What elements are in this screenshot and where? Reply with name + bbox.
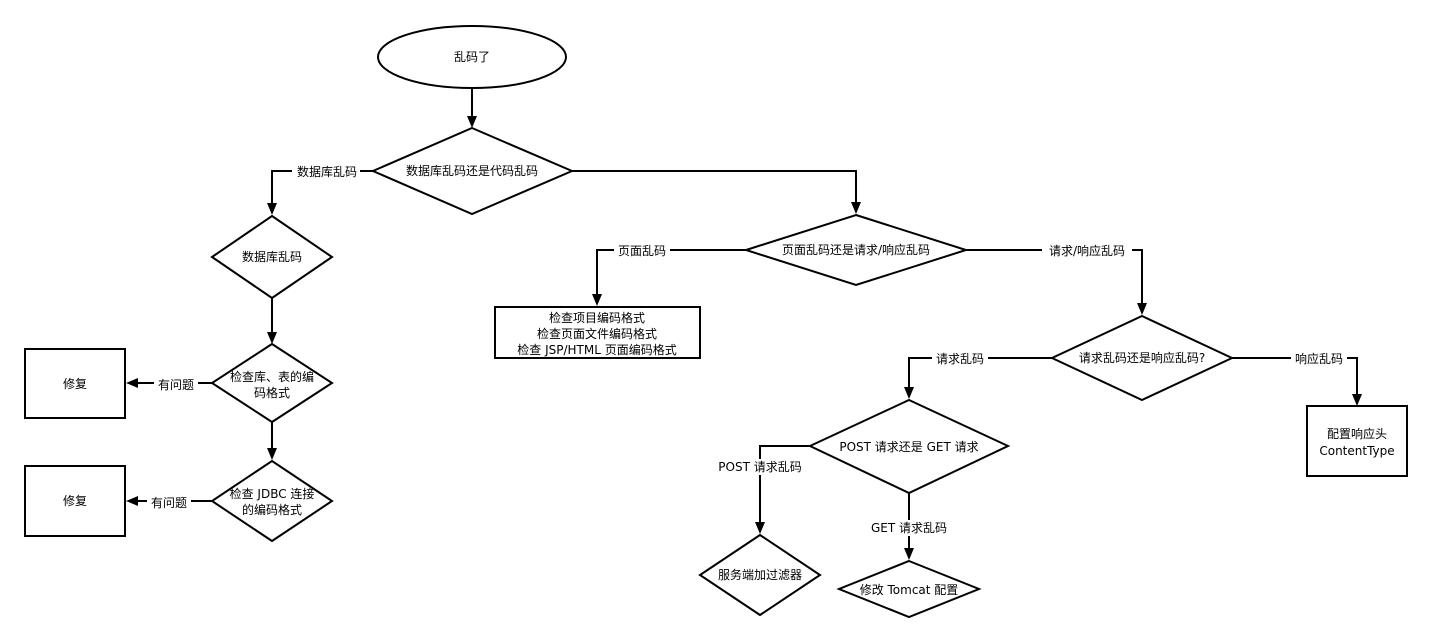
fix-box-2-label: 修复 [63,493,87,508]
config-resp-line-1: 配置响应头 [1327,426,1387,441]
fix-box-1-label: 修复 [63,376,87,391]
check-page-line-1: 检查项目编码格式 [549,310,645,325]
decision-post-or-get-label: POST 请求还是 GET 请求 [839,440,978,454]
start-terminal: 乱码了 [377,25,567,89]
decision-check-table-line-2: 码格式 [254,385,290,400]
edge-label-post: POST 请求乱码 [718,460,801,474]
edge-label-problem-1: 有问题 [158,378,194,392]
edge-check-table-to-fix: 有问题 [126,376,212,392]
edge-page-branch: 页面乱码 [592,242,746,306]
decision-db-or-code: 数据库乱码还是代码乱码 [370,126,575,216]
edge-code-branch [572,170,861,214]
edge-label-db: 数据库乱码 [297,164,357,179]
edge-req-branch: 请求乱码 [904,350,1052,399]
decision-check-jdbc-line-1: 检查 JDBC 连接 [230,486,315,501]
decision-check-table: 检查库、表的编 码格式 [210,342,334,424]
edge-check-table-to-check-jdbc [267,422,277,460]
decision-db: 数据库乱码 [210,214,334,300]
fix-box-2: 修复 [24,465,126,537]
check-page-line-3: 检查 JSP/HTML 页面编码格式 [517,342,676,357]
decision-filter-label: 服务端加过滤器 [718,567,802,582]
edge-start-to-decision [467,88,477,128]
edge-label-get: GET 请求乱码 [871,521,947,535]
fix-box-1: 修复 [24,348,126,419]
edge-get-branch: GET 请求乱码 [863,493,955,560]
edge-label-resp: 响应乱码 [1295,351,1343,366]
edge-req-resp-branch: 请求/响应乱码 [966,242,1147,315]
config-resp-line-2: ContentType [1319,444,1394,458]
decision-tomcat-label: 修改 Tomcat 配置 [860,582,959,597]
edge-label-page: 页面乱码 [618,244,666,258]
check-page-box: 检查项目编码格式 检查页面文件编码格式 检查 JSP/HTML 页面编码格式 [494,306,701,359]
edge-resp-branch: 响应乱码 [1232,350,1362,406]
edge-label-req-resp: 请求/响应乱码 [1049,243,1125,258]
start-terminal-label: 乱码了 [454,50,490,64]
decision-post-or-get: POST 请求还是 GET 请求 [807,398,1011,495]
decision-tomcat: 修改 Tomcat 配置 [836,559,982,619]
decision-db-or-code-label: 数据库乱码还是代码乱码 [406,163,538,178]
edge-label-req: 请求乱码 [936,352,984,366]
edge-label-problem-2: 有问题 [151,496,187,510]
decision-req-or-resp-label: 请求乱码还是响应乱码? [1079,350,1205,365]
decision-check-jdbc: 检查 JDBC 连接 的编码格式 [210,459,334,543]
decision-req-or-resp: 请求乱码还是响应乱码? [1049,314,1235,402]
config-resp-box: 配置响应头 ContentType [1306,405,1408,477]
edge-check-jdbc-to-fix: 有问题 [126,494,212,510]
decision-page-or-req: 页面乱码还是请求/响应乱码 [742,213,970,287]
check-page-line-2: 检查页面文件编码格式 [537,326,657,341]
edge-post-branch: POST 请求乱码 [710,445,810,534]
decision-check-jdbc-line-2: 的编码格式 [242,502,302,517]
decision-db-label: 数据库乱码 [242,249,302,264]
edge-db-branch: 数据库乱码 [267,163,373,215]
decision-check-table-line-1: 检查库、表的编 [230,369,314,384]
decision-page-or-req-label: 页面乱码还是请求/响应乱码 [782,242,930,257]
edge-db-to-check-table [267,298,277,344]
decision-filter: 服务端加过滤器 [698,533,822,617]
